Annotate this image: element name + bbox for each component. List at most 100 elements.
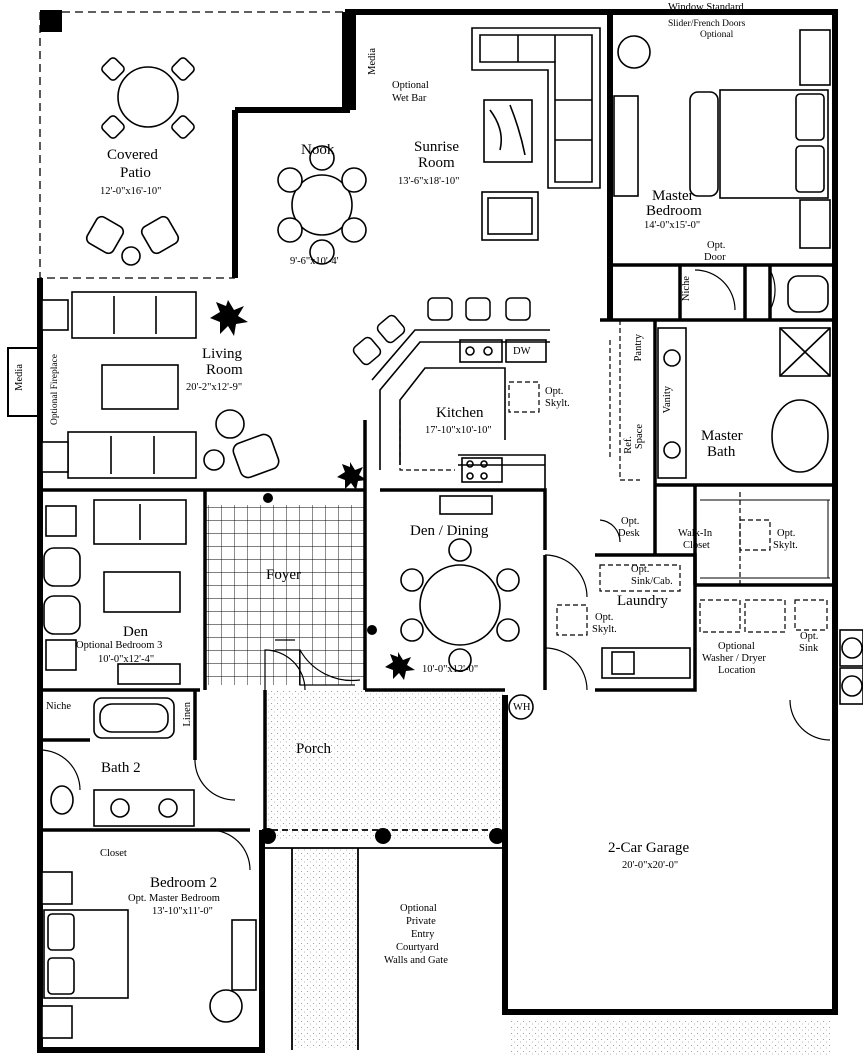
wall-post-top-left (40, 10, 62, 32)
opt-sink-cab-label-2: Sink/Cab. (631, 576, 673, 587)
porch-name: Porch (296, 741, 331, 757)
sunrise-room-dims: 13'-6"x18'-10" (398, 176, 460, 187)
bedroom2-sub-label: Opt. Master Bedroom (128, 893, 220, 904)
bedroom2-closet-label: Closet (100, 848, 127, 859)
media-niche-left (7, 347, 39, 417)
living-room-name-1: Living (202, 346, 242, 362)
garage-dims: 20'-0"x20'-0" (622, 860, 679, 871)
opt-door-label-2: Door (704, 252, 726, 263)
washer-dryer-label-2: Washer / Dryer (702, 653, 766, 664)
opt-desk-label-2: Desk (618, 528, 640, 539)
pantry-label: Pantry (633, 334, 644, 362)
den-furniture (43, 499, 187, 685)
master-bedroom-name-2: Bedroom (646, 203, 702, 219)
foyer-name: Foyer (266, 567, 301, 583)
master-bath-fixtures (657, 275, 831, 479)
ac-units (839, 629, 863, 705)
laundry-skylt-label-2: Skylt. (592, 624, 617, 635)
walk-in-closet-shelves (700, 499, 830, 579)
den-dining-name: Den / Dining (410, 523, 489, 539)
nook-table (277, 145, 367, 265)
closet-skylt-label-1: Opt. (777, 528, 796, 539)
foyer-tile-floor (205, 505, 365, 685)
covered-patio-name-1: Covered (107, 147, 158, 163)
exterior-walls (37, 9, 838, 1053)
linen-label: Linen (182, 702, 193, 727)
kitchen-name: Kitchen (436, 405, 484, 421)
door-swings (39, 269, 831, 871)
nook-name: Nook (301, 142, 335, 158)
bedroom2-name: Bedroom 2 (150, 875, 218, 891)
courtyard-label-4: Courtyard (396, 942, 439, 953)
master-bed (613, 29, 831, 249)
living-room-dims: 20'-2"x12'-9" (186, 382, 243, 393)
interior-walls (40, 263, 835, 832)
nook-dims: 9'-6"x10'-4' (290, 256, 339, 267)
sunrise-room-name-2: Room (418, 155, 455, 171)
kitchen-dims: 17'-10"x10'-10" (425, 425, 492, 436)
den-dining-dims: 10'-0"x12'-0" (422, 664, 479, 675)
laundry-skylt-label-1: Opt. (595, 612, 614, 623)
niche-bath2-label: Niche (46, 701, 72, 712)
optional-skylights (399, 320, 828, 636)
foyer-entry-steps (275, 639, 355, 686)
covered-patio-name-2: Patio (120, 165, 151, 181)
den-sub-label: Optional Bedroom 3 (76, 640, 163, 651)
porch-columns (260, 493, 505, 844)
walk-in-closet-label-1: Walk-In (678, 528, 713, 539)
niche-master-label: Niche (681, 276, 692, 302)
covered-patio-dims: 12'-0"x16'-10" (100, 186, 162, 197)
master-bedroom-name-1: Master (652, 188, 694, 204)
kitchen-skylt-label-2: Skylt. (545, 398, 570, 409)
slider-optional-label: Optional (700, 30, 734, 40)
washer-dryer-label-3: Location (718, 665, 756, 676)
courtyard-label-2: Private (406, 916, 436, 927)
master-bath-name-1: Master (701, 428, 743, 444)
ref-label: Ref. (623, 436, 634, 454)
courtyard-label-5: Walls and Gate (384, 955, 448, 966)
optional-fireplace-label: Optional Fireplace (50, 354, 60, 425)
courtyard-walkway (292, 848, 358, 1048)
kitchen-skylt-label-1: Opt. (545, 386, 564, 397)
den-dims: 10'-0"x12'-4" (98, 654, 155, 665)
optional-wet-bar-label-2: Wet Bar (392, 93, 427, 104)
garage-name: 2-Car Garage (608, 840, 690, 856)
patio-table (85, 57, 195, 266)
courtyard-label-1: Optional (400, 903, 437, 914)
laundry-fixtures (601, 647, 691, 679)
vanity-label: Vanity (662, 386, 673, 414)
sunrise-room-name-1: Sunrise (414, 139, 459, 155)
opt-door-label-1: Opt. (707, 240, 726, 251)
laundry-name: Laundry (617, 593, 668, 609)
closet-skylt-label-2: Skylt. (773, 540, 798, 551)
washer-dryer-label-1: Optional (718, 641, 755, 652)
optional-wet-bar-label-1: Optional (392, 80, 429, 91)
media-top-label: Media (367, 48, 378, 75)
water-heater (508, 694, 534, 720)
walk-in-closet-label-2: Closet (683, 540, 710, 551)
bath2-name: Bath 2 (101, 760, 141, 776)
opt-sink-cab-label-1: Opt. (631, 564, 650, 575)
living-room-name-2: Room (206, 362, 243, 378)
porch-floor (265, 690, 503, 840)
living-room-furniture (41, 291, 280, 479)
master-bath-name-2: Bath (707, 444, 736, 460)
den-name: Den (123, 624, 148, 640)
courtyard-walls (262, 829, 505, 1050)
wh-label: WH (513, 702, 531, 713)
opt-sink-label-1: Opt. (800, 631, 819, 642)
bedroom2-furniture (41, 871, 257, 1039)
slider-doors-label: Slider/French Doors (668, 19, 746, 29)
bar-stools (352, 297, 531, 366)
bath2-fixtures (50, 697, 195, 827)
opt-sink-label-2: Sink (799, 643, 819, 654)
driveway-edge (510, 1020, 830, 1056)
plant-icons (210, 300, 415, 680)
media-left-label: Media (14, 364, 25, 391)
master-bedroom-dims: 14'-0"x15'-0" (644, 220, 701, 231)
space-label: Space (634, 424, 645, 450)
courtyard-label-3: Entry (411, 929, 435, 940)
media-niche-wall (342, 12, 356, 110)
opt-desk-label-1: Opt. (621, 516, 640, 527)
